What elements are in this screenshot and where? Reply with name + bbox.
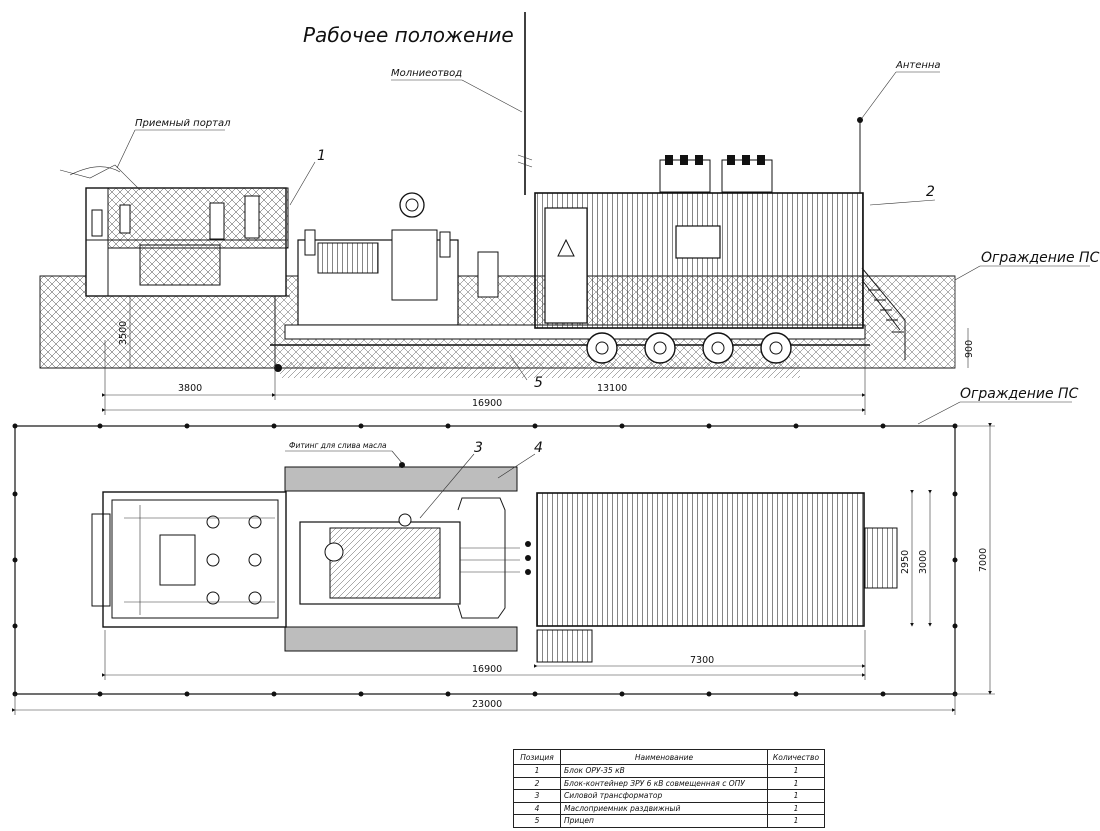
oru-35-block-plan	[91, 491, 287, 628]
spec-table-header-row: Позиция Наименование Количество	[513, 749, 825, 765]
table-row: 4 Маслоприемник раздвижный 1	[513, 801, 825, 815]
spec-cell-position: 3	[513, 789, 561, 803]
dim-side-16900: 16900	[472, 398, 502, 409]
table-row: 1 Блок ОРУ-35 кВ 1	[513, 764, 825, 778]
spec-cell-name: Блок-контейнер ЗРУ 6 кВ совмещенная с ОП…	[560, 776, 768, 790]
dim-plan-7300: 7300	[690, 655, 714, 666]
oru-35-block	[59, 164, 290, 297]
spec-cell-position: 4	[513, 801, 561, 815]
container-stairs-plan	[536, 629, 593, 663]
dim-plan-2950: 2950	[900, 550, 911, 574]
dim-side-900: 900	[964, 340, 975, 358]
callout-receiving-portal: Приемный портал	[135, 118, 231, 129]
dim-side-3500: 3500	[118, 321, 129, 345]
callout-fence-bottom: Ограждение ПС	[960, 386, 1079, 402]
oil-receiver-bottom	[284, 626, 518, 652]
position-2-label: 2	[926, 184, 935, 200]
ground-hatch	[280, 362, 800, 378]
position-1-label: 1	[317, 148, 326, 164]
spec-cell-name: Маслоприемник раздвижный	[560, 801, 768, 815]
spec-cell-name: Силовой трансформатор	[560, 789, 768, 803]
dim-side-3800: 3800	[178, 383, 202, 394]
specification-table: Позиция Наименование Количество 1 Блок О…	[513, 749, 825, 828]
spec-cell-position: 5	[513, 814, 561, 828]
position-5-label: 5	[534, 375, 543, 391]
dim-side-13100: 13100	[597, 383, 627, 394]
callout-fence-top: Ограждение ПС	[981, 250, 1100, 266]
position-3-label: 3	[474, 440, 483, 456]
spec-cell-name: Прицеп	[560, 814, 768, 828]
spec-header-position: Позиция	[513, 749, 561, 765]
dim-plan-16900: 16900	[472, 664, 502, 675]
zru-container-plan	[536, 492, 865, 627]
callout-antenna: Антенна	[895, 60, 941, 71]
callout-oil-drain-fitting: Фитинг для слива масла	[289, 441, 387, 450]
oil-receiver-top	[284, 466, 518, 492]
spec-cell-quantity: 1	[767, 776, 825, 790]
spec-cell-position: 2	[513, 776, 561, 790]
container-ladder-plan	[864, 527, 898, 589]
spec-cell-quantity: 1	[767, 764, 825, 778]
side-view	[39, 12, 1090, 415]
spec-cell-quantity: 1	[767, 801, 825, 815]
power-transformer-plan	[299, 497, 531, 619]
spec-cell-quantity: 1	[767, 814, 825, 828]
spec-header-quantity: Количество	[767, 749, 825, 765]
zru-container-side	[534, 155, 906, 360]
callout-lightning-rod: Молниеотвод	[391, 68, 462, 79]
table-row: 3 Силовой трансформатор 1	[513, 789, 825, 803]
spec-cell-position: 1	[513, 764, 561, 778]
drawing-title: Рабочее положение	[303, 23, 514, 47]
spec-cell-name: Блок ОРУ-35 кВ	[560, 764, 768, 778]
plan-view	[12, 401, 1072, 715]
dim-plan-7000: 7000	[978, 548, 989, 572]
dim-plan-3000: 3000	[918, 550, 929, 574]
table-row: 5 Прицеп 1	[513, 814, 825, 828]
spec-cell-quantity: 1	[767, 789, 825, 803]
table-row: 2 Блок-контейнер ЗРУ 6 кВ совмещенная с …	[513, 776, 825, 790]
position-4-label: 4	[534, 440, 543, 456]
dim-plan-23000: 23000	[472, 699, 502, 710]
spec-header-name: Наименование	[560, 749, 768, 765]
power-transformer-side	[297, 192, 499, 326]
